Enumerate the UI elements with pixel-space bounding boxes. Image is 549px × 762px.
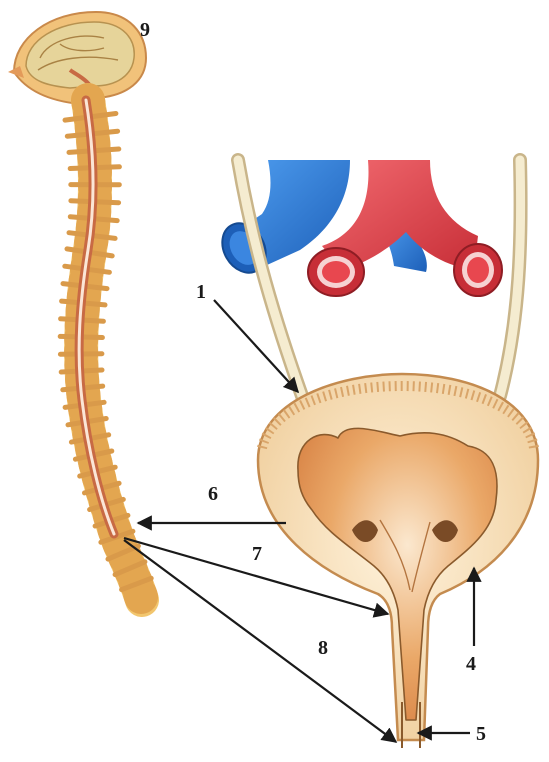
label-6: 6 xyxy=(208,483,218,505)
label-8: 8 xyxy=(318,637,328,659)
label-4: 4 xyxy=(466,653,476,675)
spinal-column xyxy=(60,100,151,600)
label-7: 7 xyxy=(252,543,262,565)
label-9: 9 xyxy=(140,19,150,41)
label-5: 5 xyxy=(476,723,486,745)
bladder xyxy=(258,374,538,748)
label-1: 1 xyxy=(196,281,206,303)
